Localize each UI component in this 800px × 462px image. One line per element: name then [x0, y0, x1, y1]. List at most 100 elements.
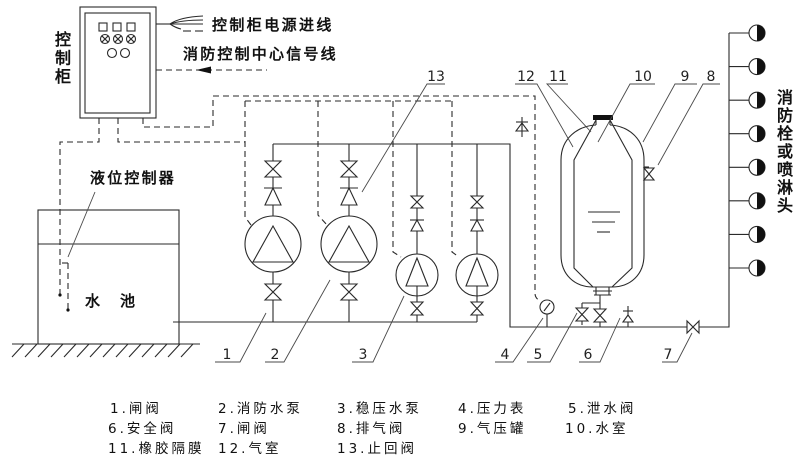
pump-1-wire — [244, 101, 252, 226]
exhaust-valve — [642, 166, 656, 181]
pressure-gauge-wire — [142, 95, 542, 302]
hydrant-head — [729, 24, 766, 42]
hydrant-icon-fill — [757, 25, 765, 41]
hydrant-icon-fill — [757, 92, 765, 109]
callout-number: 11 — [549, 69, 567, 85]
callout-4: 4 — [495, 317, 544, 363]
legend-item: 8.排气阀 — [337, 421, 405, 437]
rubber-diaphragm — [573, 119, 633, 288]
safety-valve — [621, 306, 635, 327]
gate-valve-icon — [263, 283, 283, 301]
legend-item: 6.安全阀 — [108, 420, 176, 437]
legend-item: 7.闸阀 — [218, 421, 270, 437]
hydrant-head — [729, 259, 766, 277]
callout-number: 9 — [681, 69, 690, 85]
pump-icon — [244, 215, 302, 273]
outlet-gate-valve-icon — [686, 319, 700, 335]
power-line-label: 控制柜电源进线 — [212, 16, 334, 34]
callout-7: 7 — [662, 332, 693, 363]
stabilizer-pump-1 — [395, 144, 439, 322]
callout-12: 12 — [515, 69, 574, 148]
drain-valve — [574, 302, 600, 325]
pressure-gauge — [539, 299, 555, 327]
safety-valve-icon — [621, 314, 635, 323]
hydrant-icon-fill — [757, 125, 765, 142]
arrow-left-icon — [196, 66, 211, 74]
callout-number: 8 — [707, 69, 716, 85]
callout-2: 2 — [265, 279, 331, 363]
pump-3-wire — [392, 101, 402, 258]
callout-13: 13 — [361, 69, 445, 193]
callout-number: 7 — [664, 347, 673, 363]
legend-item: 13.止回阀 — [337, 441, 417, 457]
hydrant-head — [729, 58, 766, 76]
hydrant-head — [729, 158, 766, 176]
hydrant-icon-fill — [757, 260, 765, 276]
hydrant-riser — [729, 24, 766, 277]
callout-11: 11 — [545, 69, 592, 133]
drain-valve-icon — [574, 307, 590, 322]
callout-number: 1 — [223, 347, 232, 363]
gate-valve-icon — [409, 195, 425, 209]
tank-shell — [560, 124, 645, 288]
level-probe-tip — [58, 293, 62, 297]
signal-line-label: 消防控制中心信号线 — [183, 45, 338, 63]
pump-icon — [320, 215, 378, 273]
hydrant-icon-fill — [757, 192, 765, 209]
hydrant-head — [729, 125, 766, 143]
power-feed-line — [156, 15, 204, 32]
callout-number: 5 — [534, 347, 543, 363]
exhaust-valve-icon — [642, 167, 656, 181]
callout-number: 12 — [517, 69, 535, 85]
tank-outlet-flange — [593, 286, 612, 296]
tank-top-cap — [593, 115, 613, 120]
legend-item: 11.橡胶隔膜 — [108, 440, 204, 457]
legend-item: 1.闸阀 — [110, 401, 162, 417]
fire-pump-2 — [320, 144, 378, 322]
hydrant-icon-fill — [757, 226, 765, 243]
hydrant-head — [729, 91, 766, 109]
callout-6: 6 — [579, 317, 621, 363]
callout-8: 8 — [657, 69, 720, 166]
water-level-symbol — [588, 211, 620, 233]
control-cabinet — [79, 6, 157, 119]
callout-number: 10 — [634, 69, 652, 85]
gate-valve-icon — [409, 301, 425, 316]
fire-control-signal-line — [156, 66, 267, 74]
discharge-header-pipe — [273, 33, 730, 328]
level-controller-leader — [67, 191, 96, 258]
pump-2-wire — [317, 101, 328, 226]
hydrant-icon-fill — [757, 159, 765, 176]
pressure-tank — [560, 115, 645, 327]
callout-number: 4 — [501, 347, 510, 363]
legend-item: 4.压力表 — [458, 401, 526, 417]
legend-item: 9.气压罐 — [458, 421, 526, 437]
callout-number: 6 — [584, 347, 593, 363]
cabinet-button-icons — [106, 47, 131, 59]
fire-pump-wire — [117, 118, 245, 143]
cabinet-inner-frame — [84, 12, 151, 114]
stabilizer-pump-2 — [455, 144, 499, 322]
callout-number: 3 — [359, 347, 368, 363]
level-controller-wire — [59, 118, 100, 295]
cabinet-lamp-icons — [99, 33, 137, 45]
pool-label: 水池 — [85, 292, 155, 310]
pool-walls — [37, 209, 180, 345]
legend-item: 12.气室 — [218, 440, 281, 457]
power-cable-fan-icon — [169, 15, 204, 30]
cabinet-outer-frame — [79, 6, 157, 119]
gate-valve-icon — [592, 308, 608, 323]
callout-number: 2 — [271, 347, 280, 363]
callout-9: 9 — [642, 69, 697, 143]
legend-item: 3.稳压水泵 — [337, 401, 422, 417]
hydrant-icon-fill — [757, 58, 765, 75]
fire-pump-1 — [244, 144, 302, 322]
gate-valve-icon — [339, 160, 359, 178]
level-probe — [62, 262, 70, 312]
legend-item: 2.消防水泵 — [218, 401, 303, 417]
legend-item: 10.水室 — [565, 420, 628, 437]
callout-3: 3 — [352, 295, 405, 363]
callout-5: 5 — [527, 312, 578, 363]
hydrant-head — [729, 192, 766, 210]
